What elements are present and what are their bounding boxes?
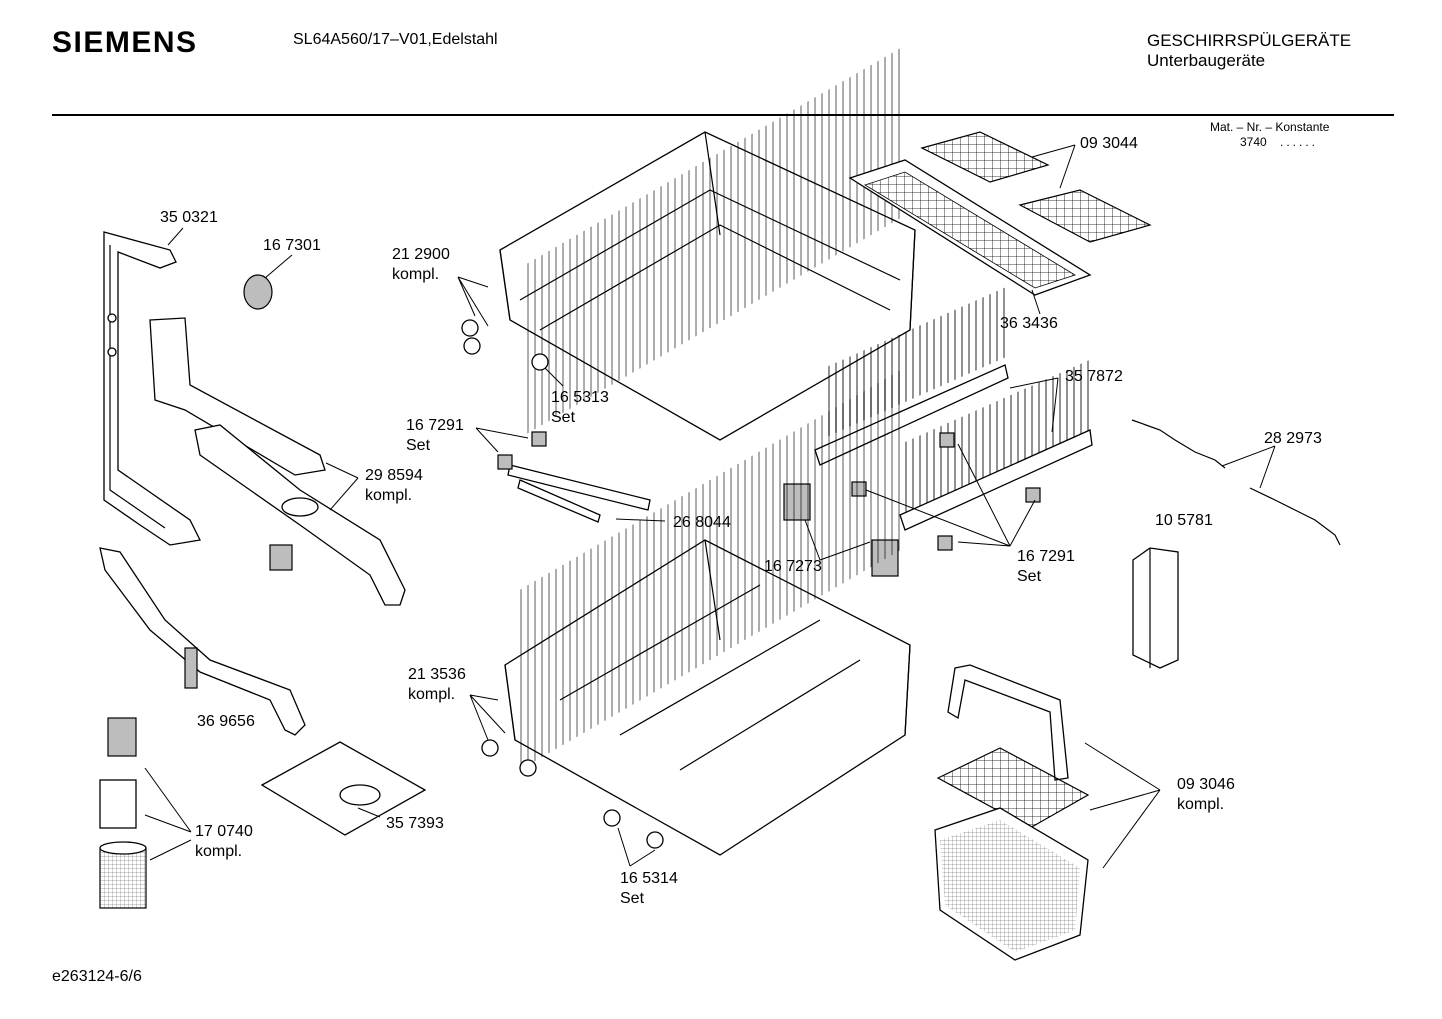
part-label-167301: 16 7301 (263, 237, 321, 254)
spray-pipe-illustration (103, 231, 201, 546)
small-comb-illustration (507, 464, 651, 523)
part-label-350321: 35 0321 (160, 209, 218, 226)
part-label-105781: 10 5781 (1155, 512, 1213, 529)
filter-set-illustration (99, 717, 147, 909)
part-label-268044: 26 8044 (673, 514, 731, 531)
material-number-label: Mat. – Nr. – Konstante (1210, 120, 1330, 134)
model-designation: SL64A560/17–V01,Edelstahl (293, 31, 498, 48)
leader-lines (144, 144, 1276, 869)
material-number-value: 3740 (1240, 135, 1267, 149)
nozzle-illustration (243, 274, 273, 310)
lower-basket-illustration (481, 367, 911, 856)
part-label-363436: 36 3436 (1000, 315, 1058, 332)
upper-spray-arm-illustration (149, 317, 406, 606)
document-id: e263124-6/6 (52, 968, 142, 985)
part-label-357872: 35 7872 (1065, 368, 1123, 385)
category-subtitle: Unterbaugeräte (1147, 51, 1266, 70)
part-label-167273: 16 7273 (764, 558, 822, 575)
cup-shelves-illustration (920, 131, 1152, 243)
part-label-093044: 09 3044 (1080, 135, 1138, 152)
material-number-dots: ...... (1280, 135, 1319, 149)
knife-racks-illustration (1131, 419, 1341, 546)
part-label-282973: 28 2973 (1264, 430, 1322, 447)
brand-logo: SIEMENS (52, 26, 198, 59)
category-title: GESCHIRRSPÜLGERÄTE (1147, 31, 1352, 50)
part-label-369656: 36 9656 (197, 713, 255, 730)
header-divider (52, 114, 1394, 116)
comb-racks-illustration (814, 287, 1093, 531)
part-label-357393: 35 7393 (386, 815, 444, 832)
filter-plate-illustration (260, 741, 427, 836)
cutlery-basket-illustration (934, 664, 1090, 961)
lower-spray-arm-illustration (99, 547, 306, 736)
cutlery-tray-illustration (848, 159, 1092, 296)
cutlery-container-illustration (1132, 547, 1179, 669)
